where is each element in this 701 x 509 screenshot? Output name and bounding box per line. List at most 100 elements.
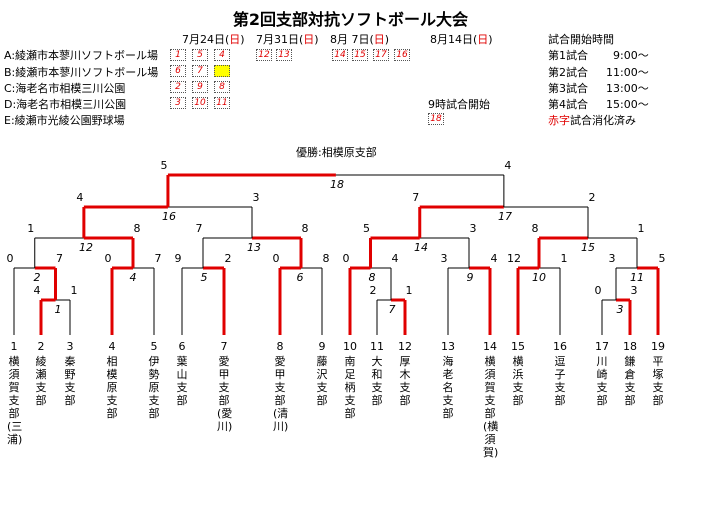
score-label: 4 [491, 252, 498, 265]
match-number: 15 [581, 241, 595, 254]
time-label: 第4試合 [548, 98, 588, 111]
team-number: 1 [10, 340, 18, 353]
match-number: 13 [247, 241, 261, 254]
time-value: 13:00〜 [606, 82, 649, 95]
score-label: 1 [406, 284, 413, 297]
score-label: 7 [196, 222, 203, 235]
match-number: 7 [389, 303, 396, 316]
team-name: 愛甲支部(清川) [273, 355, 289, 433]
venue-a: A:綾瀬市本蓼川ソフトボール場 [4, 49, 159, 62]
schedule-cell: 1 [170, 49, 186, 61]
score-label: 0 [595, 284, 602, 297]
score-label: 0 [105, 252, 112, 265]
team-name: 厚木支部 [399, 355, 411, 407]
score-label: 3 [253, 191, 260, 204]
team-name: 綾瀬支部 [35, 355, 47, 407]
venue-d: D:海老名市相模三川公園 [4, 98, 127, 111]
team-number: 19 [651, 340, 665, 353]
score-label: 12 [507, 252, 521, 265]
team-number: 9 [318, 340, 326, 353]
match-number: 4 [130, 271, 137, 284]
legend: 赤字試合消化済み [548, 114, 636, 127]
schedule-cell: 5 [192, 49, 208, 61]
score-label: 4 [504, 159, 511, 172]
team-number: 18 [623, 340, 637, 353]
schedule-cell: 3 [170, 97, 186, 109]
score-label: 3 [470, 222, 477, 235]
team-number: 3 [66, 340, 74, 353]
team-name: 相模原支部 [106, 355, 118, 420]
schedule-cell: 6 [170, 65, 186, 77]
team-name: 鎌倉支部 [624, 355, 636, 407]
score-label: 4 [76, 191, 83, 204]
schedule-cell: 15 [352, 49, 368, 61]
schedule-cell: 10 [192, 97, 208, 109]
date-4: 8月14日(日) [430, 33, 493, 46]
team-name: 川崎支部 [596, 355, 608, 407]
match-number: 5 [201, 271, 208, 284]
score-label: 4 [392, 252, 399, 265]
match-number: 3 [617, 303, 624, 316]
schedule-cell: 8 [214, 81, 230, 93]
team-number: 13 [441, 340, 455, 353]
schedule-cell: 4 [214, 49, 230, 61]
time-value: 15:00〜 [606, 98, 649, 111]
team-name: 大和支部 [371, 355, 383, 407]
score-label: 3 [441, 252, 448, 265]
team-name: 海老名支部 [442, 355, 454, 420]
score-label: 8 [532, 222, 539, 235]
team-name: 愛甲支部(愛川) [217, 355, 233, 433]
score-label: 3 [631, 284, 638, 297]
team-name: 横須賀支部(三浦) [7, 355, 23, 446]
venue-e: E:綾瀬市光綾公園野球場 [4, 114, 125, 127]
score-label: 5 [160, 159, 167, 172]
score-label: 8 [323, 252, 330, 265]
team-number: 17 [595, 340, 609, 353]
date-2: 7月31日(日) [256, 33, 319, 46]
team-name: 横浜支部 [512, 355, 524, 407]
date-3: 8月 7日(日) [330, 33, 390, 46]
team-name: 伊勢原支部 [148, 355, 160, 420]
team-number: 16 [553, 340, 567, 353]
team-number: 14 [483, 340, 497, 353]
schedule-cell: 17 [373, 49, 389, 61]
score-label: 2 [370, 284, 377, 297]
schedule-cell: 18 [428, 113, 444, 125]
times-header: 試合開始時間 [548, 33, 614, 46]
time-value: 9:00〜 [613, 49, 649, 62]
schedule-cell: 13 [276, 49, 292, 61]
team-name: 平塚支部 [652, 355, 664, 407]
champion-label: 優勝:相模原支部 [296, 146, 377, 159]
final-start-note: 9時試合開始 [428, 98, 490, 111]
venue-c: C:海老名市相模三川公園 [4, 82, 126, 95]
match-number: 8 [369, 271, 376, 284]
team-name: 横須賀支部(横須賀) [483, 355, 499, 459]
score-label: 3 [609, 252, 616, 265]
match-number: 11 [630, 271, 644, 284]
match-number: 16 [162, 210, 176, 223]
match-number: 2 [34, 271, 41, 284]
team-name: 葉山支部 [176, 355, 188, 407]
team-number: 8 [276, 340, 284, 353]
match-number: 12 [79, 241, 93, 254]
score-label: 5 [363, 222, 370, 235]
schedule-cell: 7 [192, 65, 208, 77]
team-number: 6 [178, 340, 186, 353]
score-label: 7 [56, 252, 63, 265]
team-number: 11 [370, 340, 384, 353]
team-name: 逗子支部 [554, 355, 566, 407]
match-number: 1 [55, 303, 62, 316]
team-number: 4 [108, 340, 116, 353]
score-label: 0 [273, 252, 280, 265]
schedule-cell: 11 [214, 97, 230, 109]
team-name: 藤沢支部 [316, 355, 328, 407]
schedule-cell: 2 [170, 81, 186, 93]
score-label: 0 [343, 252, 350, 265]
team-number: 7 [220, 340, 228, 353]
match-number: 17 [498, 210, 512, 223]
time-label: 第2試合 [548, 66, 588, 79]
score-label: 1 [561, 252, 568, 265]
score-label: 4 [34, 284, 41, 297]
team-number: 2 [37, 340, 45, 353]
